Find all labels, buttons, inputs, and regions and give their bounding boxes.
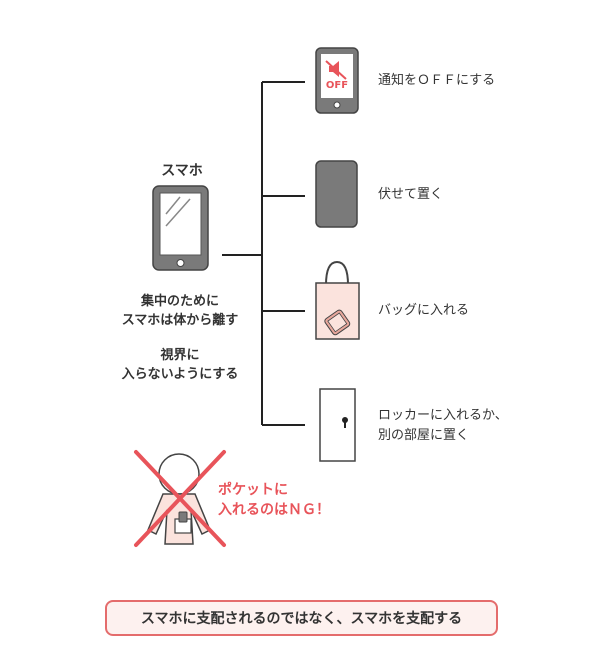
note-visibility-line2: 入らないようにする	[121, 367, 239, 382]
ng-warning: ポケットに 入れるのはＮＧ！	[218, 480, 330, 520]
note-visibility: 視界に 入らないようにする	[90, 346, 270, 384]
note-distance: 集中のために スマホは体から離す	[90, 292, 270, 330]
phone-icon	[152, 185, 209, 271]
phone-title: スマホ	[161, 163, 203, 179]
off-badge: OFF	[324, 80, 350, 92]
bag-icon	[315, 260, 360, 340]
ng-warning-line2: 入れるのはＮＧ！	[218, 502, 330, 518]
connector-lines	[222, 81, 305, 426]
note-distance-line2: スマホは体から離す	[121, 313, 239, 328]
locker-icon	[319, 388, 356, 462]
option-locker-label: ロッカーに入れるか、 別の部屋に置く	[378, 406, 508, 446]
ng-warning-line1: ポケットに	[218, 482, 288, 498]
ng-cross-icon	[134, 450, 226, 547]
note-visibility-line1: 視界に	[160, 348, 200, 363]
option-locker-label-line1: ロッカーに入れるか、	[378, 408, 508, 423]
option-face-down-label: 伏せて置く	[378, 187, 444, 202]
option-locker-label-line2: 別の部屋に置く	[378, 428, 470, 443]
conclusion-box: スマホに支配されるのではなく、スマホを支配する	[105, 600, 498, 636]
conclusion-text: スマホに支配されるのではなく、スマホを支配する	[140, 611, 463, 627]
off-badge-text: OFF	[325, 80, 349, 91]
face-down-phone-icon	[315, 160, 358, 228]
note-distance-line1: 集中のために	[140, 294, 219, 309]
option-notification-off-label: 通知をＯＦＦにする	[378, 73, 496, 88]
option-bag-label: バッグに入れる	[378, 303, 470, 318]
